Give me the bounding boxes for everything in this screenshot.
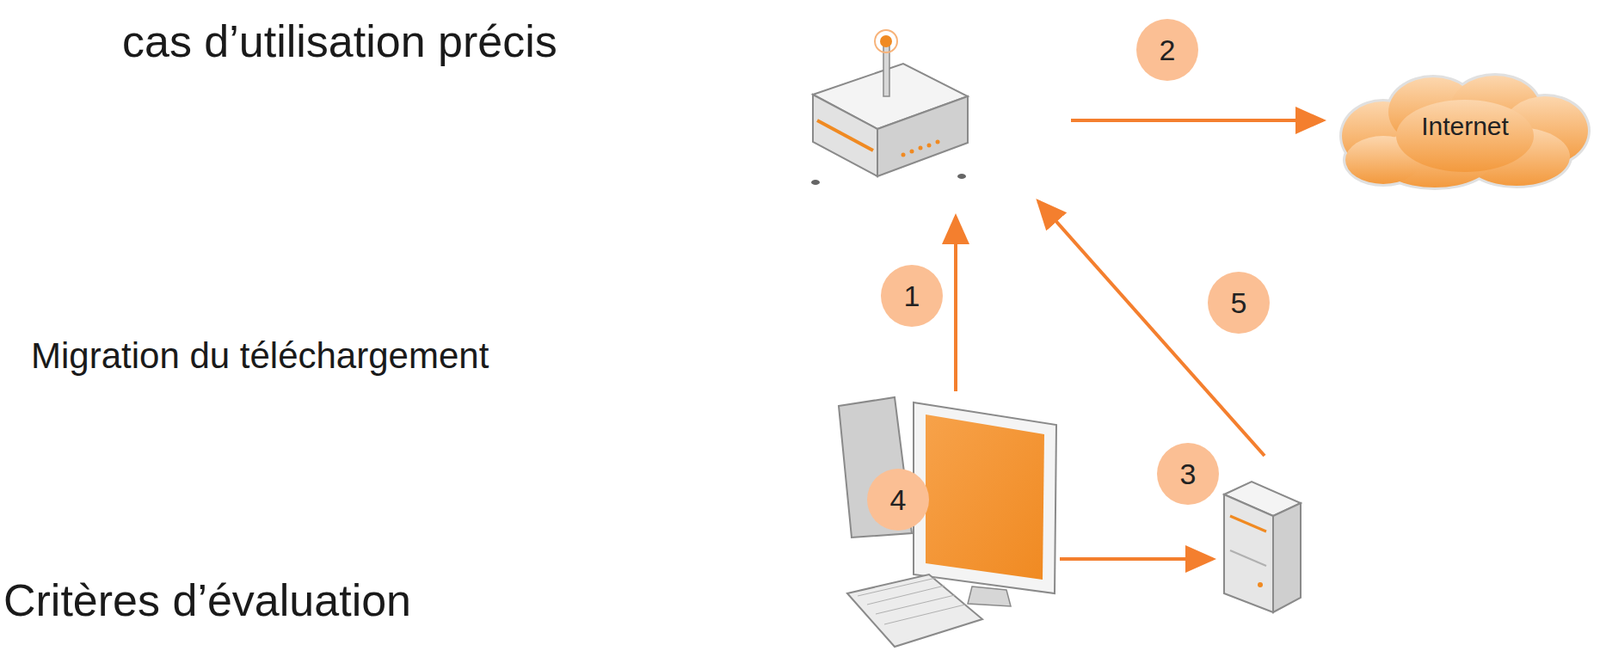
heading-text-box: cas d’utilisation précis (122, 15, 558, 68)
router-icon (811, 30, 968, 185)
cloud-label: Internet (1421, 111, 1509, 142)
callout-circle: 2 (1136, 18, 1199, 81)
callout-circle: 5 (1207, 271, 1270, 334)
callout-number: 4 (890, 483, 907, 517)
callout-circle: 1 (880, 264, 943, 327)
cloud-node: Internet (1331, 68, 1595, 191)
server-icon (1224, 481, 1301, 613)
step-text-box: Migration du téléchargement (30, 335, 489, 377)
heading-text: cas d’utilisation précis (122, 16, 558, 67)
callout-circle: 4 (867, 468, 930, 531)
callout-number: 3 (1180, 457, 1197, 492)
flow-arrows (955, 120, 1324, 560)
callout-number: 2 (1159, 33, 1176, 68)
callout-number: 1 (904, 279, 921, 314)
heading-text: Critères d’évaluation (3, 575, 412, 626)
heading-text-box: Critères d’évaluation (3, 574, 412, 627)
callout-circle: 3 (1156, 443, 1219, 505)
callout-number: 5 (1230, 286, 1248, 320)
step-text: Migration du téléchargement (30, 335, 489, 376)
computer-icon (838, 397, 1057, 647)
